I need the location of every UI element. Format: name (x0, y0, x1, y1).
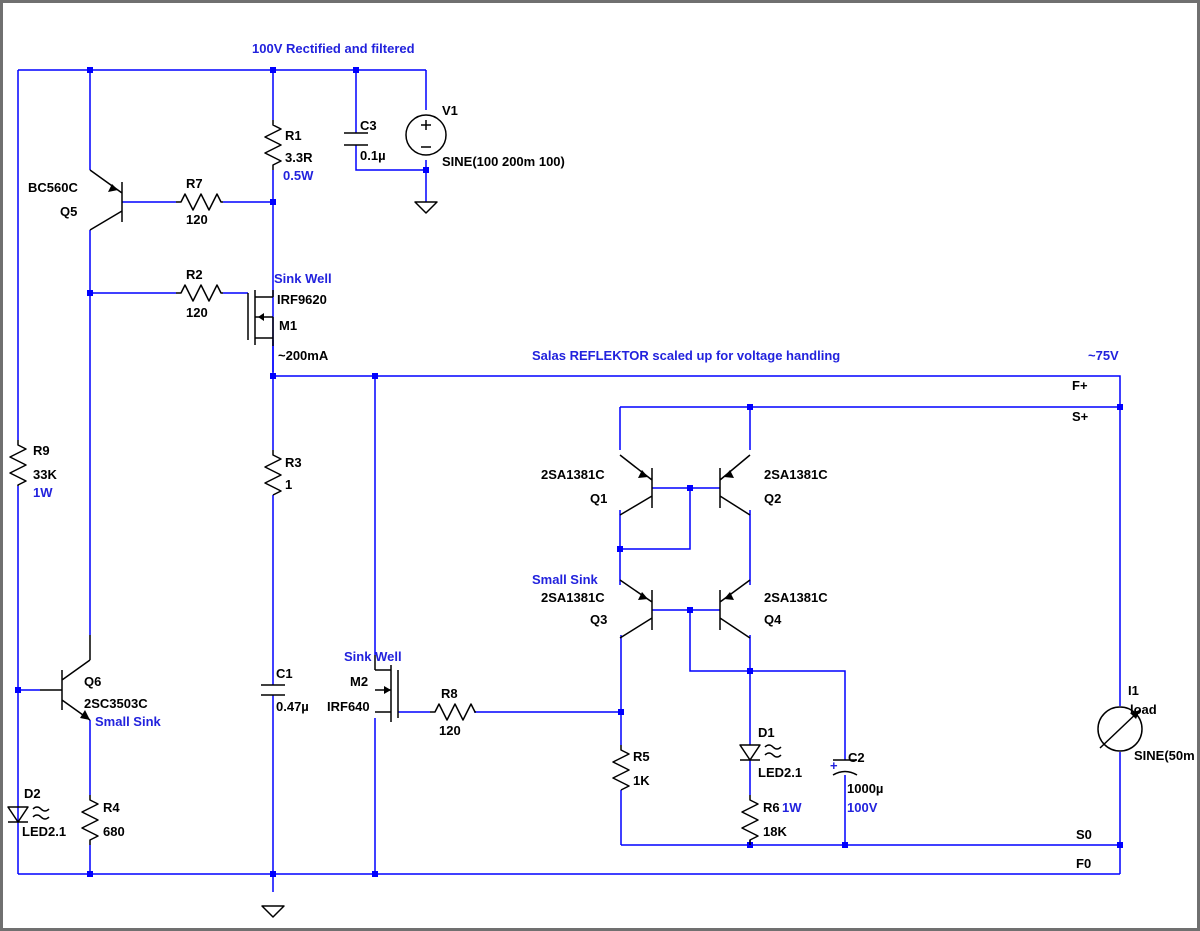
output-voltage-note: ~75V (1088, 348, 1119, 363)
supply-note: 100V Rectified and filtered (252, 41, 415, 56)
ground-symbol (414, 201, 438, 214)
d1-ref: D1 (758, 725, 775, 740)
q6-npn-transistor (40, 635, 91, 721)
r1-ref: R1 (285, 128, 302, 143)
r3-value: 1 (285, 477, 292, 492)
r9-value: 33K (33, 467, 57, 482)
ground-symbol (261, 905, 285, 918)
r9-ref: R9 (33, 443, 50, 458)
current-note: ~200mA (278, 348, 329, 363)
c2-voltage: 100V (847, 800, 878, 815)
q3-value: 2SA1381C (541, 590, 605, 605)
r1-power: 0.5W (283, 168, 314, 183)
r8-resistor (430, 703, 476, 721)
r1-resistor (264, 120, 282, 170)
v1-ref: V1 (442, 103, 458, 118)
net-s-plus: S+ (1072, 409, 1089, 424)
r1-value: 3.3R (285, 150, 313, 165)
net-f-plus: F+ (1072, 378, 1088, 393)
d2-value: LED2.1 (22, 824, 66, 839)
component-labels: V1 SINE(100 200m 100) C3 0.1µ R1 3.3R 0.… (22, 103, 1195, 839)
i1-ref: I1 (1128, 683, 1139, 698)
q1-ref: Q1 (590, 491, 607, 506)
r4-ref: R4 (103, 800, 120, 815)
q1-pnp-transistor (619, 454, 653, 516)
r3-ref: R3 (285, 455, 302, 470)
r5-ref: R5 (633, 749, 650, 764)
q5-ref: Q5 (60, 204, 77, 219)
r2-resistor (176, 284, 223, 302)
c2-ref: C2 (848, 750, 865, 765)
d2-led (7, 806, 50, 823)
m2-note: Sink Well (344, 649, 402, 664)
r9-resistor (9, 440, 27, 486)
i1-source-spec: SINE(50m (1134, 748, 1195, 763)
c1-ref: C1 (276, 666, 293, 681)
v1-voltage-source (405, 114, 447, 156)
q3-ref: Q3 (590, 612, 607, 627)
c2-capacitor (832, 759, 858, 776)
r9-power: 1W (33, 485, 53, 500)
q6-ref: Q6 (84, 674, 101, 689)
q6-note: Small Sink (95, 714, 162, 729)
q3-note: Small Sink (532, 572, 599, 587)
r6-value: 18K (763, 824, 787, 839)
r7-ref: R7 (186, 176, 203, 191)
junctions (15, 67, 1123, 877)
r8-value: 120 (439, 723, 461, 738)
q3-pnp-transistor (619, 579, 653, 639)
q4-ref: Q4 (764, 612, 782, 627)
r2-ref: R2 (186, 267, 203, 282)
r2-value: 120 (186, 305, 208, 320)
m1-pmos-transistor (247, 290, 274, 346)
m1-note: Sink Well (274, 271, 332, 286)
r5-value: 1K (633, 773, 650, 788)
r5-resistor (612, 745, 630, 791)
m2-value: IRF640 (327, 699, 370, 714)
reflektor-note: Salas REFLEKTOR scaled up for voltage ha… (532, 348, 840, 363)
c1-value: 0.47µ (276, 699, 309, 714)
r7-value: 120 (186, 212, 208, 227)
q5-value: BC560C (28, 180, 78, 195)
m1-ref: M1 (279, 318, 297, 333)
net-s-zero: S0 (1076, 827, 1092, 842)
m2-nmos-transistor (374, 655, 399, 722)
q2-ref: Q2 (764, 491, 781, 506)
annotations: 100V Rectified and filtered Salas REFLEK… (252, 41, 1119, 871)
q6-value: 2SC3503C (84, 696, 148, 711)
v1-value: SINE(100 200m 100) (442, 154, 565, 169)
m1-value: IRF9620 (277, 292, 327, 307)
d2-ref: D2 (24, 786, 41, 801)
q4-pnp-transistor (719, 579, 751, 639)
r6-resistor (741, 795, 759, 845)
c2-value: 1000µ (847, 781, 883, 796)
r3-resistor (264, 450, 282, 496)
r8-ref: R8 (441, 686, 458, 701)
q5-pnp-transistor (89, 169, 123, 231)
q2-pnp-transistor (719, 454, 751, 516)
c3-value: 0.1µ (360, 148, 386, 163)
c3-capacitor (344, 132, 368, 146)
r6-power: 1W (782, 800, 802, 815)
d1-value: LED2.1 (758, 765, 802, 780)
r7-resistor (176, 193, 223, 211)
wires (17, 69, 1121, 892)
c1-capacitor (261, 684, 285, 696)
d1-led (739, 744, 782, 761)
r4-value: 680 (103, 824, 125, 839)
c2-plus-sign: + (830, 758, 838, 773)
q1-value: 2SA1381C (541, 467, 605, 482)
net-f-zero: F0 (1076, 856, 1091, 871)
r6-ref: R6 (763, 800, 780, 815)
i1-value: load (1130, 702, 1157, 717)
r4-resistor (81, 795, 99, 845)
i1-current-source (1097, 706, 1143, 752)
q2-value: 2SA1381C (764, 467, 828, 482)
m2-ref: M2 (350, 674, 368, 689)
q4-value: 2SA1381C (764, 590, 828, 605)
c3-ref: C3 (360, 118, 377, 133)
